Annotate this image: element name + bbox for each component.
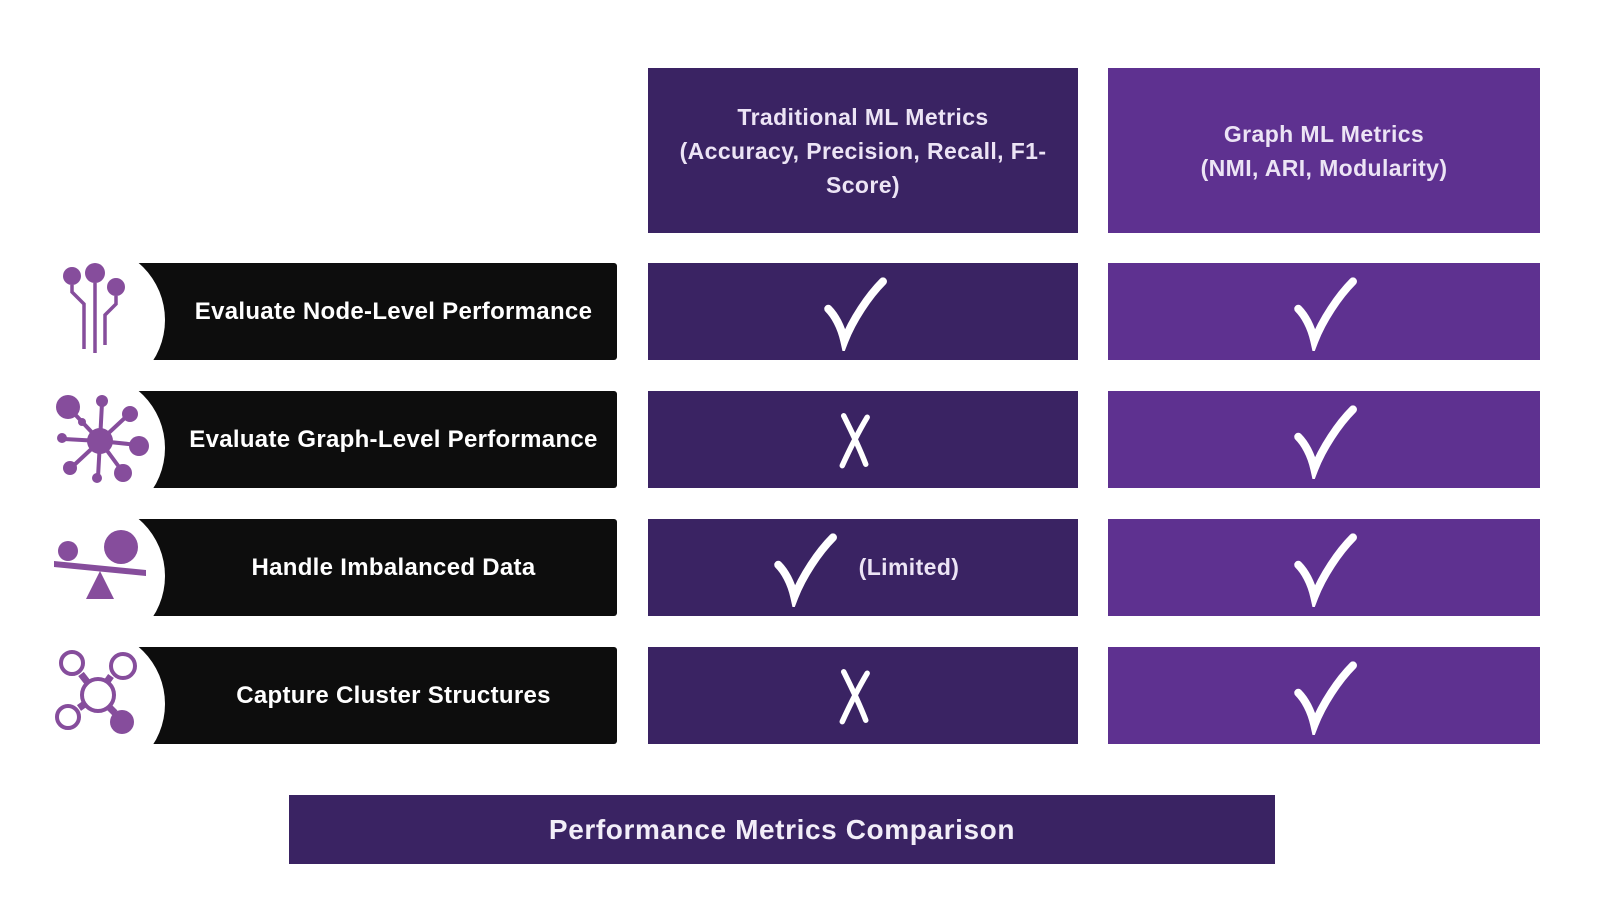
graph-network-icon [50,389,150,489]
diagram-title-text: Performance Metrics Comparison [548,813,1016,845]
cell-graph [1108,391,1540,488]
column-header-traditional-ml: Traditional ML Metrics (Accuracy, Precis… [648,68,1078,233]
cell-traditional [648,647,1078,744]
row-label-bar [100,647,617,744]
cell-traditional [648,391,1078,488]
cell-traditional: (Limited) [648,519,1078,616]
cell-graph [1108,263,1540,360]
column-title: Graph ML Metrics [1223,120,1425,147]
row-label: Capture Cluster Structures [236,681,551,709]
check-icon [1294,276,1357,351]
row-label-bar [100,519,617,616]
row-icon-notch [15,629,165,779]
cell-graph [1108,647,1540,744]
column-header-graph-ml: Graph ML Metrics (NMI, ARI, Modularity) [1108,68,1540,233]
row-label-bar [100,263,617,360]
column-title: Traditional ML Metrics [737,103,989,130]
check-icon [824,276,887,351]
check-icon [1294,404,1357,479]
row-label: Evaluate Node-Level Performance [194,297,593,325]
check-icon [773,532,837,607]
cell-traditional [648,263,1078,360]
cluster-structure-icon [50,645,150,745]
cross-icon [839,668,870,724]
row-icon-notch [15,501,165,651]
check-icon [1294,532,1357,607]
cell-graph [1108,519,1540,616]
column-subtitle: (Accuracy, Precision, Recall, F1-Score) [679,137,1047,198]
diagram-title: Performance Metrics Comparison [289,795,1275,864]
row-label-bar [100,391,617,488]
cell-note: (Limited) [858,554,960,580]
check-icon [1294,660,1357,735]
row-label: Evaluate Graph-Level Performance [189,425,598,453]
node-level-icon [50,261,150,361]
balance-scale-icon [50,517,150,617]
cross-icon [839,412,870,468]
column-subtitle: (NMI, ARI, Modularity) [1200,154,1448,181]
row-label: Handle Imbalanced Data [251,553,536,581]
